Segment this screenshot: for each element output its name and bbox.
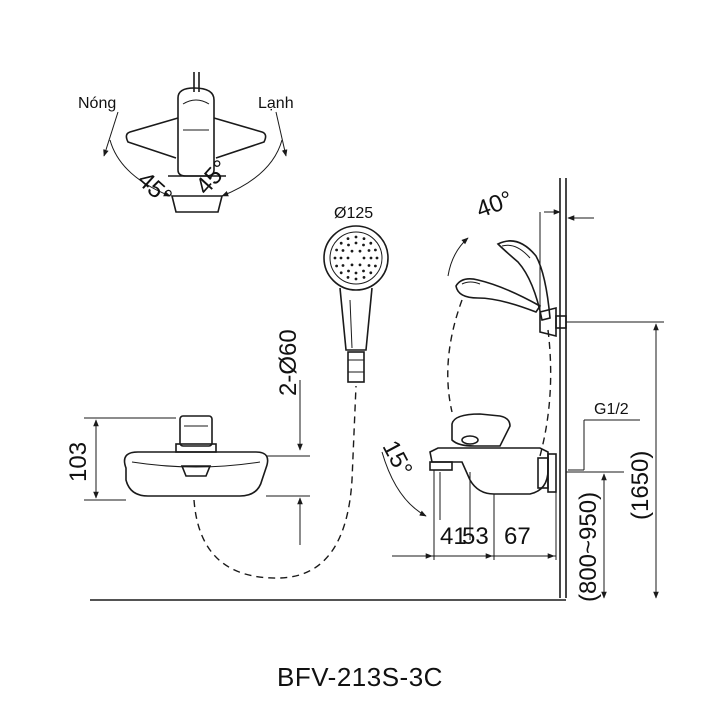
shower-diameter: Ø125	[334, 205, 373, 222]
total-height: (1650)	[627, 451, 654, 520]
pipe-dimension: 2-Ø60	[275, 329, 302, 396]
dim-41: 41	[440, 523, 467, 550]
mixer-height-range: (800~950)	[575, 492, 602, 602]
dim-53: 53	[462, 523, 489, 550]
top-view: Nóng Lạnh 45° 45°	[78, 72, 294, 213]
height-dimension: 103	[65, 442, 92, 482]
model-label: BFV-213S-3C	[277, 662, 443, 692]
shower-head: Ø125	[323, 205, 389, 383]
head-angle: 40°	[473, 186, 516, 224]
spout-angle: 15°	[377, 436, 418, 481]
hot-angle: 45°	[132, 166, 177, 210]
front-view: 103 2-Ø60	[65, 329, 357, 579]
dim-67: 67	[504, 523, 531, 550]
cold-label: Lạnh	[258, 95, 294, 112]
side-view: 40° 15° 41 53 67 G1/2	[90, 178, 664, 602]
thread-label: G1/2	[594, 401, 629, 418]
hot-label: Nóng	[78, 95, 116, 112]
